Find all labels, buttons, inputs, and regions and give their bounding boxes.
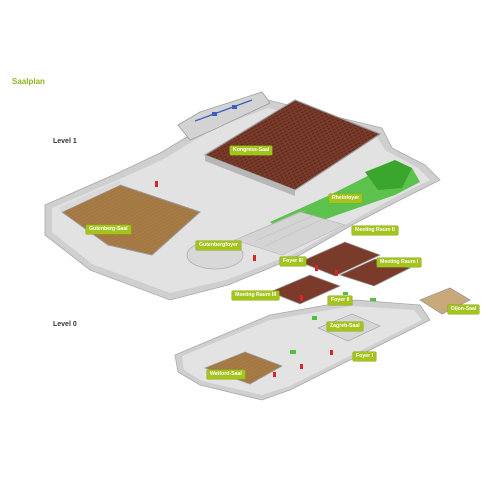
service-rooms-top — [177, 91, 271, 141]
room-label-dijon-saal[interactable]: Dijon-Saal — [448, 305, 480, 315]
room-label-foyer-i[interactable]: Foyer I — [353, 352, 377, 362]
room-label-foyer-ii[interactable]: Foyer II — [328, 296, 353, 306]
page-title: Saalplan — [12, 77, 45, 86]
room-label-watford-saal[interactable]: Watford-Saal — [207, 370, 245, 380]
room-label-foyer-iii[interactable]: Foyer III — [280, 257, 306, 267]
level-0-heading: Level 0 — [53, 321, 77, 328]
staircase-level-1 — [234, 211, 346, 256]
meeting-raum-ii-floor — [298, 241, 382, 277]
room-label-meeting-raum-ii[interactable]: Meeting Raum II — [352, 226, 398, 236]
room-label-gutenbergfoyer[interactable]: Gutenbergfoyer — [196, 241, 241, 251]
kongress-saal-floor — [203, 99, 382, 191]
room-label-rheinfoyer[interactable]: Rheinfoyer — [329, 194, 363, 204]
gutenberg-saal-floor — [61, 184, 201, 256]
meeting-raum-iii-floor — [268, 274, 342, 305]
dijon-saal-floor — [419, 287, 471, 315]
room-label-zagreb-saal[interactable]: Zagreb-Saal — [327, 322, 363, 332]
room-label-meeting-raum-i[interactable]: Meeting Raum I — [377, 258, 422, 268]
room-label-meeting-raum-iii[interactable]: Meeting Raum III — [232, 291, 280, 301]
room-label-gutenberg-saal[interactable]: Gutenberg-Saal — [86, 225, 131, 235]
room-label-kongress-saal[interactable]: Kongress-Saal — [230, 146, 273, 156]
level-1-heading: Level 1 — [53, 138, 77, 145]
